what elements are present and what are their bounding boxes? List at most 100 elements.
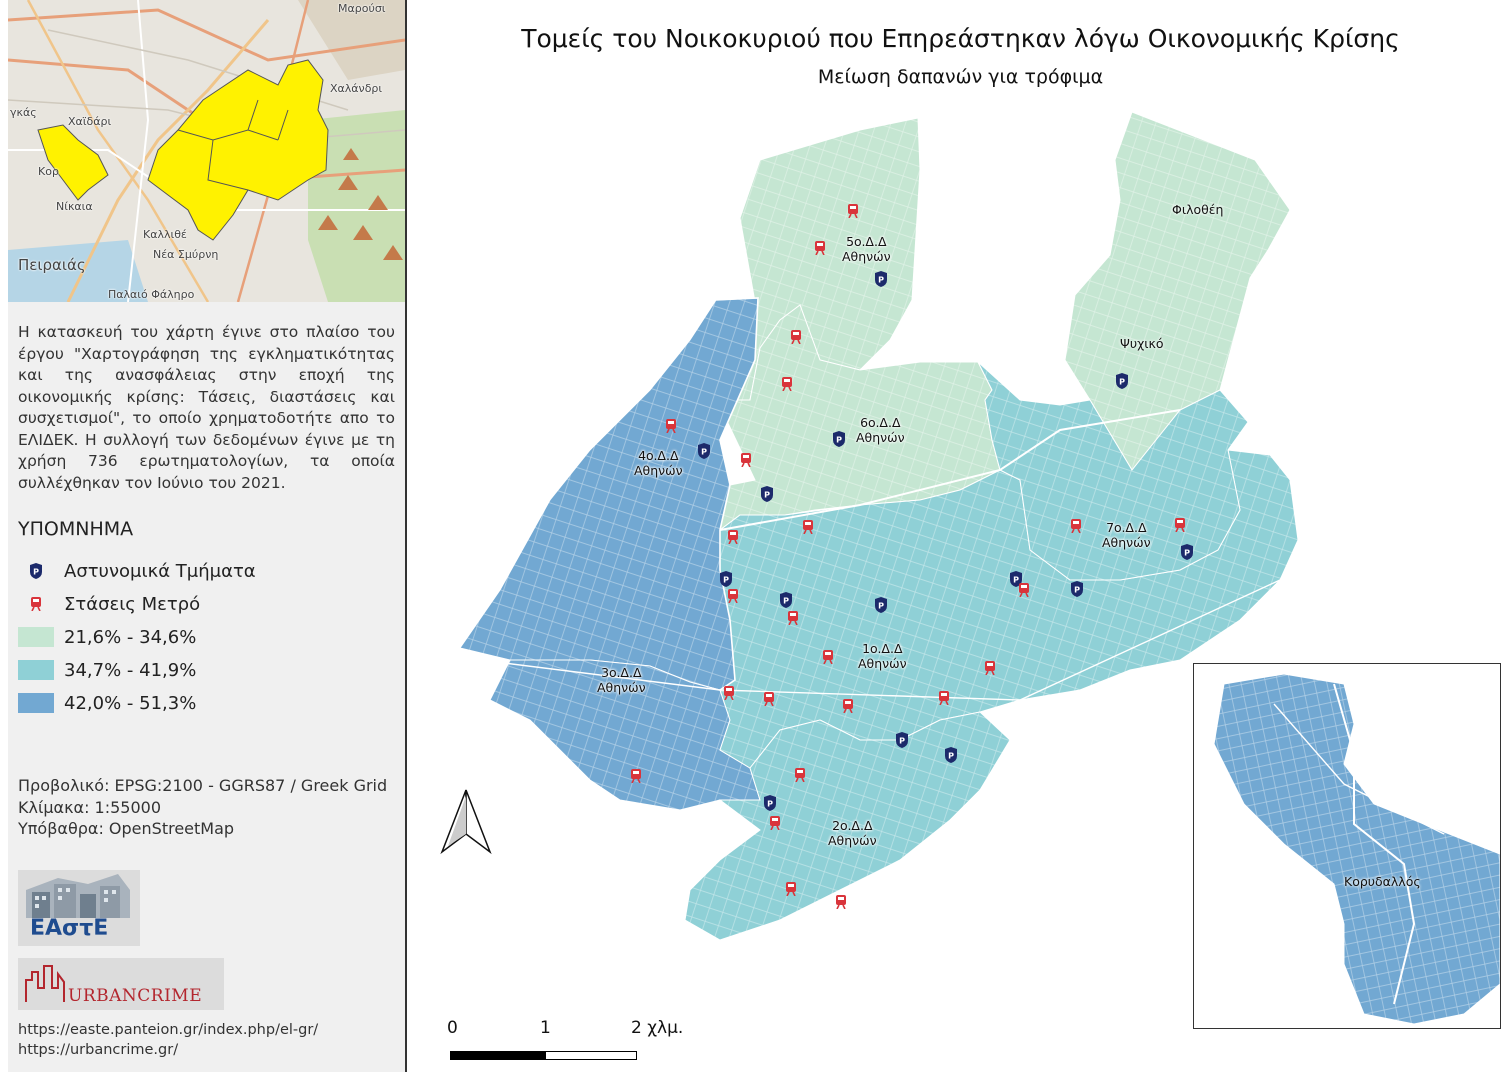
urbancrime-logo-text: URBANCRIME (68, 986, 203, 1006)
link-easte[interactable]: https://easte.panteion.gr/index.php/el-g… (18, 1022, 319, 1038)
metro-station-icon (802, 519, 814, 535)
svg-text:P: P (767, 800, 773, 809)
map-title: Τομείς του Νοικοκυριού που Επηρεάστηκαν … (521, 24, 1400, 53)
metro-station-icon (785, 881, 797, 897)
metro-station-icon (1070, 518, 1082, 534)
metro-station-icon (984, 660, 996, 676)
municipality-label-korydallos: Κορυδαλλός (1344, 874, 1421, 889)
scale-text: Κλίμακα: 1:55000 (18, 797, 162, 817)
overview-label-marousi: Μαρούσι (338, 2, 386, 15)
overview-label-chalandri: Χαλάνδρι (330, 82, 383, 95)
scale-label-2: 2 χλμ. (631, 1018, 684, 1038)
metro-station-icon (763, 691, 775, 707)
svg-text:P: P (1013, 576, 1019, 585)
north-arrow-icon (438, 788, 494, 862)
metro-icon (18, 593, 54, 615)
svg-text:P: P (1119, 378, 1125, 387)
metro-station-icon (842, 698, 854, 714)
urbancrime-logo: URBANCRIME (18, 958, 224, 1010)
legend-label-police: Αστυνομικά Τμήματα (64, 560, 256, 582)
overview-label-kallithea: Καλλιθέ (143, 228, 187, 241)
municipality-label-filothei: Φιλοθέη (1172, 202, 1224, 217)
basemap-text: Υπόβαθρα: OpenStreetMap (18, 819, 235, 838)
overview-label-peiraias: Πειραιάς (18, 256, 86, 274)
metro-station-icon (665, 418, 677, 434)
metro-station-icon (781, 376, 793, 392)
overview-label-nikaia: Νίκαια (56, 200, 93, 213)
scale-segment-2 (545, 1051, 637, 1060)
police-station-icon: P (760, 486, 774, 502)
legend-swatch-class-3 (18, 693, 54, 713)
legend-item-police: P Αστυνομικά Τμήματα (18, 558, 256, 584)
metro-station-icon (1018, 582, 1030, 598)
scale-label-1: 1 (540, 1018, 551, 1038)
police-station-icon: P (874, 271, 888, 287)
scale-bar: 0 1 2 χλμ. (440, 1018, 700, 1070)
map-subtitle: Μείωση δαπανών για τρόφιμα (817, 66, 1104, 88)
police-station-icon: P (1070, 581, 1084, 597)
metro-station-icon (835, 894, 847, 910)
metro-station-icon (938, 690, 950, 706)
inset-map-svg (1213, 673, 1500, 1025)
svg-text:P: P (1184, 549, 1190, 558)
metro-station-icon (794, 767, 806, 783)
legend-label-metro: Στάσεις Μετρό (64, 593, 201, 615)
legend-item-class-3: 42,0% - 51,3% (18, 690, 196, 716)
legend-label-class-1: 21,6% - 34,6% (64, 626, 197, 648)
scale-segment-1 (450, 1051, 547, 1060)
metro-station-icon (1174, 517, 1186, 533)
svg-text:P: P (878, 276, 884, 285)
legend-item-class-2: 34,7% - 41,9% (18, 657, 196, 683)
overview-label-korydallos: Κορ (38, 165, 59, 178)
svg-text:P: P (899, 737, 905, 746)
legend-swatch-class-2 (18, 660, 54, 680)
police-station-icon: P (779, 592, 793, 608)
svg-text:P: P (723, 576, 729, 585)
svg-text:P: P (1074, 586, 1080, 595)
easte-logo: ΕΑστΕ (18, 870, 140, 946)
legend-swatch-class-1 (18, 627, 54, 647)
map-description: Η κατασκευή του χάρτη έγινε στο πλαίσο τ… (18, 323, 395, 492)
overview-label-chaidari: Χαϊδάρι (68, 115, 112, 128)
police-station-icon: P (697, 443, 711, 459)
inset-map-korydallos: Κορυδαλλός (1193, 663, 1501, 1029)
metro-station-icon (769, 815, 781, 831)
police-station-icon: P (1115, 373, 1129, 389)
overview-map: Μαρούσι Χαλάνδρι γκάς Χαϊδάρι Κορ Νίκαια… (8, 0, 405, 302)
legend-item-class-1: 21,6% - 34,6% (18, 624, 196, 650)
metro-station-icon (727, 529, 739, 545)
metro-station-icon (822, 649, 834, 665)
police-station-icon: P (1180, 544, 1194, 560)
svg-text:P: P (764, 491, 770, 500)
metro-station-icon (790, 329, 802, 345)
legend-label-class-3: 42,0% - 51,3% (64, 692, 197, 714)
scale-label-0: 0 (447, 1018, 458, 1038)
overview-label-aigaleo: γκάς (10, 106, 37, 119)
link-urbancrime[interactable]: https://urbancrime.gr/ (18, 1042, 179, 1058)
overview-label-nea-smyrni: Νέα Σμύρνη (153, 248, 219, 261)
district-polygon-4 (459, 297, 759, 691)
metro-station-icon (630, 768, 642, 784)
svg-text:P: P (878, 602, 884, 611)
legend-label-class-2: 34,7% - 41,9% (64, 659, 197, 681)
map-metadata: Προβολικό: EPSG:2100 - GGRS87 / Greek Gr… (18, 775, 387, 840)
svg-text:P: P (33, 568, 39, 577)
metro-station-icon (723, 685, 735, 701)
metro-station-icon (740, 452, 752, 468)
easte-logo-text: ΕΑστΕ (30, 916, 109, 941)
police-station-icon: P (895, 732, 909, 748)
metro-station-icon (787, 610, 799, 626)
police-icon: P (18, 560, 54, 582)
police-station-icon: P (874, 597, 888, 613)
municipality-label-psychiko: Ψυχικό (1120, 336, 1164, 351)
metro-station-icon (847, 203, 859, 219)
police-station-icon: P (763, 795, 777, 811)
